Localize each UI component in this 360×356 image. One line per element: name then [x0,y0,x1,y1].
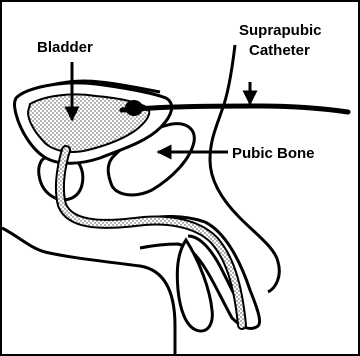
scrotum-outline [177,240,212,331]
catheter-label-line1: Suprapubic [239,22,322,39]
bladder-label: Bladder [37,39,93,56]
catheter-label-line2: Catheter [249,42,310,59]
catheter-balloon [125,100,143,116]
pubic-bone-label: Pubic Bone [232,145,315,162]
